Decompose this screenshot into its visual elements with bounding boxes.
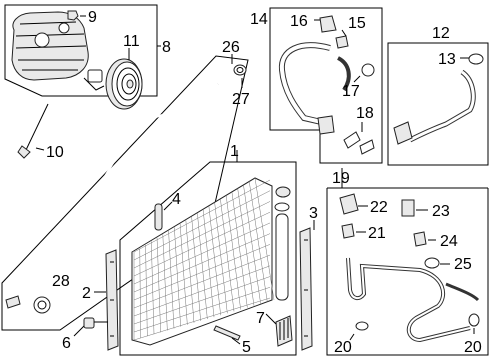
bracket-3-icon <box>299 227 313 351</box>
pin-5-icon <box>213 325 241 341</box>
bolt-9-icon <box>67 10 79 21</box>
condenser-fin-line <box>220 199 235 312</box>
condenser-tube-line <box>133 244 271 301</box>
condenser-tube-line <box>133 254 271 309</box>
condenser-tube-line <box>133 222 271 285</box>
o-ring-13-icon <box>468 53 484 65</box>
condenser-tube-line <box>133 179 271 253</box>
clutch-pulley-icon <box>105 58 143 110</box>
callout-9: 9 <box>88 9 97 26</box>
receiver-drier-icon <box>275 213 289 301</box>
condenser-fin-line <box>214 202 228 314</box>
condenser-fin-line <box>254 177 275 301</box>
callout-23: 23 <box>432 203 450 220</box>
condenser-fin-line <box>197 213 208 320</box>
valve-group <box>326 187 489 356</box>
liquid-line-group <box>387 42 489 166</box>
callout-13: 13 <box>438 51 456 68</box>
callout-7: 7 <box>256 310 265 327</box>
condenser-fin-line <box>208 206 221 316</box>
callout-2: 2 <box>82 285 91 302</box>
valve-21-icon <box>341 223 355 239</box>
condenser-fin-line <box>145 244 148 337</box>
condenser-group <box>83 150 297 356</box>
condenser-fin-line <box>168 230 175 329</box>
callout-27: 27 <box>232 91 250 108</box>
condenser-fin-line <box>202 209 215 318</box>
condenser-fin-line <box>162 234 168 331</box>
compressor-group: 9 11 8 <box>4 4 171 110</box>
callout-1: 1 <box>230 143 239 160</box>
callout-24: 24 <box>440 233 458 250</box>
condenser-tube-line <box>133 276 271 325</box>
condenser-fin-line <box>185 220 195 323</box>
o-ring-28-icon <box>33 296 51 314</box>
condenser-tube-line <box>133 233 271 293</box>
condenser-fin-line <box>231 192 248 308</box>
o-ring-17-icon <box>361 63 375 77</box>
callout-18: 18 <box>356 105 374 122</box>
callout-17: 17 <box>342 83 360 100</box>
bracket-2-icon <box>105 249 119 351</box>
condenser-fin-line <box>191 216 201 321</box>
suction-hose-group <box>269 7 383 164</box>
condenser-fin-line <box>139 248 141 339</box>
condenser-core-icon <box>131 177 275 346</box>
condenser-tube-line <box>133 265 271 317</box>
condenser-fin-line <box>237 188 255 306</box>
valve-15-icon <box>335 35 349 49</box>
o-ring-20b-icon <box>468 313 480 327</box>
callout-11: 11 <box>123 33 140 50</box>
condenser-tube-line <box>133 201 271 269</box>
seal-4-icon <box>154 203 163 231</box>
valve-cap-22-icon <box>339 193 359 215</box>
callout-21: 21 <box>368 225 386 242</box>
callout-28: 28 <box>52 273 70 290</box>
o-ring-25-icon <box>424 257 440 269</box>
callout-26: 26 <box>222 39 240 56</box>
condenser-tube-line <box>133 287 271 333</box>
callout-22: 22 <box>370 199 388 216</box>
callout-4: 4 <box>172 191 181 208</box>
condenser-fin-line <box>179 223 188 325</box>
condenser-fin-line <box>248 181 268 302</box>
seal-18a-icon <box>343 131 361 149</box>
sensor-24-icon <box>413 231 427 247</box>
callout-12: 12 <box>432 25 450 42</box>
callout-14: 14 <box>250 11 268 28</box>
condenser-fin-line <box>243 185 261 304</box>
callout-6: 6 <box>62 335 71 352</box>
compressor-icon <box>11 11 105 91</box>
condenser-fin-line <box>225 195 241 310</box>
callout-5: 5 <box>242 339 251 356</box>
valve-cap-16-icon <box>319 15 337 33</box>
bolt-6-icon <box>83 317 108 329</box>
condenser-tube-line <box>133 211 271 277</box>
bolt-10-icon <box>17 103 49 159</box>
pressure-switch-23-icon <box>401 199 415 217</box>
condenser-fin-line <box>156 237 161 333</box>
callout-25: 25 <box>454 256 472 273</box>
callout-16: 16 <box>290 13 308 30</box>
o-ring-20a-icon <box>355 321 369 331</box>
o-ring-27-icon <box>233 64 247 76</box>
condenser-fin-line <box>174 227 181 327</box>
callout-3: 3 <box>309 205 318 222</box>
condenser-fin-line <box>151 241 155 335</box>
callout-8: 8 <box>162 39 171 56</box>
callout-10: 10 <box>46 144 64 161</box>
condenser-tube-line <box>133 190 271 261</box>
callout-20b: 20 <box>464 339 482 356</box>
condenser-tube-line <box>133 297 271 341</box>
seal-18b-icon <box>359 139 375 155</box>
callout-19: 19 <box>332 170 350 187</box>
callout-20a: 20 <box>334 339 352 356</box>
drier-cap-icon <box>275 186 291 198</box>
callout-15: 15 <box>348 15 366 32</box>
